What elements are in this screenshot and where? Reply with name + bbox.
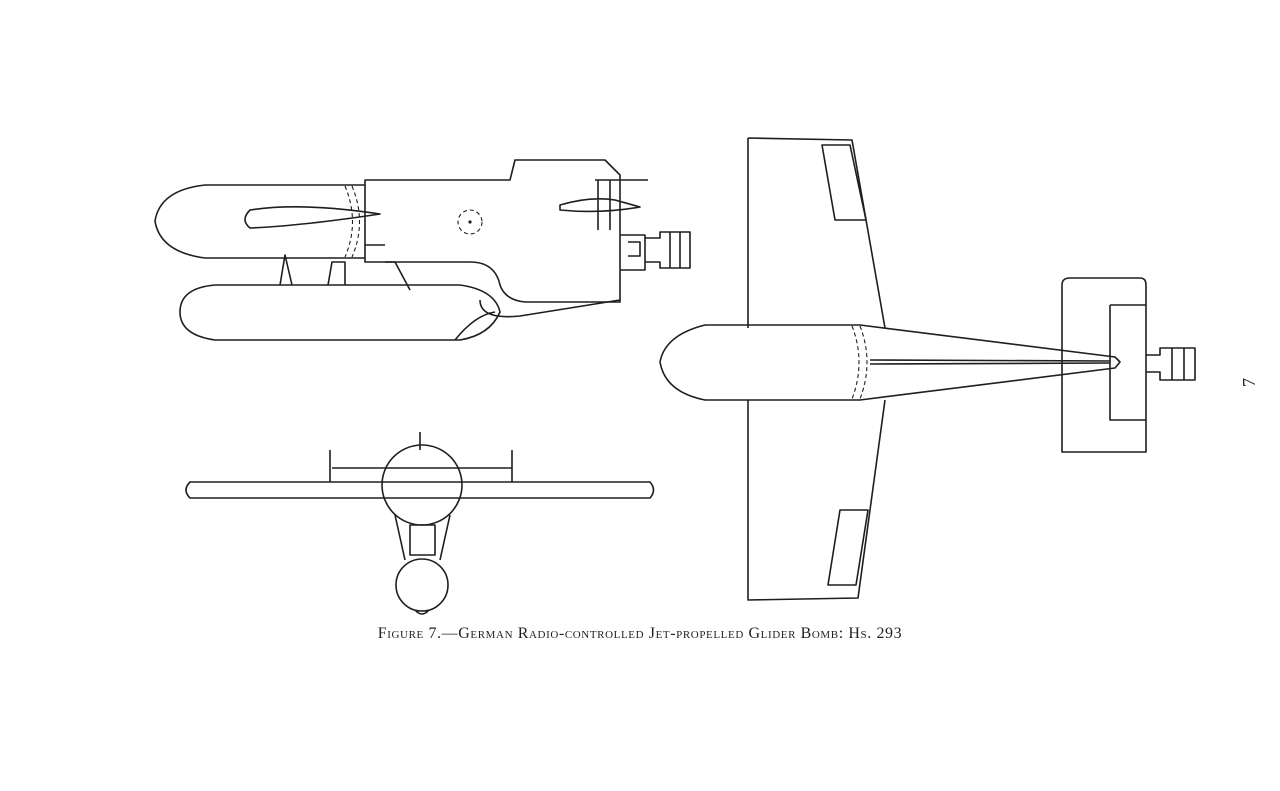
front-struts [394,514,451,561]
front-wing [185,481,655,499]
side-fuselage [364,159,621,303]
top-nose-joint [851,325,868,400]
side-tail-fin [559,179,648,230]
top-fuselage [659,324,1121,401]
top-center-line [869,359,1111,365]
figure-caption: Figure 7.—German Radio-controlled Jet-pr… [377,625,903,642]
front-fuselage [381,444,463,526]
side-wing-airfoil [244,206,381,229]
top-jet-nozzle [1146,347,1196,381]
side-hatch [457,209,483,235]
top-aileron-lower [827,509,869,586]
top-tail-box [1061,277,1147,453]
side-bomb-pod [179,284,501,341]
top-aileron-upper [821,144,867,221]
front-view [185,432,655,615]
top-wing [747,137,886,601]
page-number: 7 [1239,378,1259,387]
front-fins [329,432,513,482]
side-nose-joint [344,185,360,258]
side-view [154,159,691,341]
side-nose [154,184,365,259]
side-fuselage-lower [365,244,621,318]
front-bomb-pod [395,558,449,612]
side-pylon [279,254,346,286]
top-view [659,137,1196,601]
side-control-box [620,234,646,271]
side-jet-nozzle [645,231,691,269]
